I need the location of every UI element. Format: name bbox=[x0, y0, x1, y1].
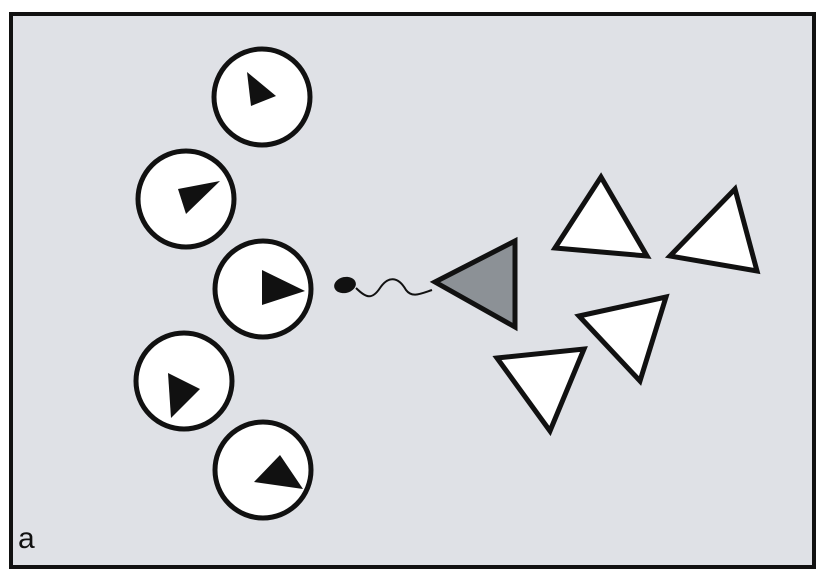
cell-marker-3 bbox=[262, 270, 305, 305]
egg-cell-1 bbox=[211, 46, 313, 148]
egg-cell-3 bbox=[212, 238, 314, 340]
cell-marker-4 bbox=[168, 373, 200, 418]
cell-marker-5 bbox=[254, 455, 303, 489]
diagram-panel bbox=[9, 12, 816, 569]
panel-label: a bbox=[18, 522, 35, 555]
egg-cell-5 bbox=[212, 419, 314, 521]
egg-cell-4 bbox=[133, 330, 235, 432]
triangle-1 bbox=[550, 172, 652, 259]
cell-marker-1 bbox=[247, 72, 276, 106]
triangle-2 bbox=[664, 184, 761, 275]
triangle-3 bbox=[574, 293, 670, 386]
egg-cell-2 bbox=[135, 148, 237, 250]
cell-marker-2 bbox=[178, 181, 220, 214]
triangle-4 bbox=[492, 346, 588, 437]
sperm-cell bbox=[334, 276, 433, 298]
highlighted-triangle bbox=[429, 236, 518, 332]
